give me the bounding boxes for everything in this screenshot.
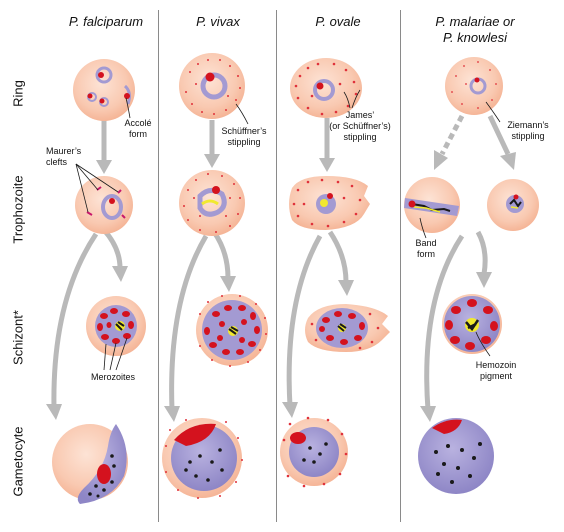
label-band-line1: Band	[415, 238, 437, 248]
column-divider	[158, 10, 159, 522]
stippling	[185, 59, 241, 115]
pigment-granules	[184, 448, 224, 482]
label-maurers-line1: Maurer’s	[46, 146, 82, 156]
label-maurers-line2: clefts	[46, 157, 68, 167]
label-hemozoin-line1: Hemozoin	[475, 360, 517, 370]
falciparum-gametocyte-cell	[52, 424, 128, 504]
column-title-falciparum: P. falciparum	[68, 14, 144, 29]
label-james-line3: stippling	[343, 132, 377, 142]
pigment-granules	[88, 454, 116, 498]
malariae-ring-cell	[445, 57, 503, 115]
pigment-granules	[302, 442, 328, 464]
merozoites-group	[319, 311, 365, 345]
merozoites-group	[97, 308, 134, 344]
label-band-line2: form	[417, 249, 435, 259]
label-james-line1: James’	[345, 110, 375, 120]
stippling	[292, 178, 362, 228]
stippling	[451, 61, 497, 109]
label-accole-line2: form	[129, 129, 147, 139]
column-title-ovale: P. ovale	[315, 14, 361, 29]
falciparum-ring-cell	[73, 59, 135, 121]
label-schuffner-stippling: Schüffner’s stippling	[214, 126, 274, 148]
stippling	[183, 173, 241, 233]
label-schuffner-line1: Schüffner’s	[221, 126, 267, 136]
label-hemozoin-pigment: Hemozoin pigment	[470, 360, 522, 382]
falciparum-trophozoite-cell	[75, 176, 133, 234]
malariae-trophozoite-cell	[487, 179, 539, 231]
label-schuffner-line2: stippling	[227, 137, 261, 147]
label-maurers-clefts: Maurer’s clefts	[46, 146, 94, 168]
ovale-ring-cell	[290, 58, 362, 118]
label-ziemann-line1: Ziemann’s	[507, 120, 549, 130]
label-accole-line1: Accolé	[124, 118, 152, 128]
malariae-schizont-cell	[442, 294, 502, 354]
vivax-schizont-cell	[196, 294, 268, 367]
malariae-gametocyte-cell	[418, 418, 494, 494]
vivax-gametocyte-cell	[162, 418, 243, 499]
label-accole-form: Accolé form	[118, 118, 158, 140]
label-james-line2: (or Schüffner’s)	[329, 121, 391, 131]
ovale-trophozoite-cell	[289, 176, 370, 230]
stippling	[282, 416, 348, 488]
column-title-malariae-line1: P. malariae or	[435, 14, 515, 29]
vivax-trophozoite-cell	[179, 170, 245, 236]
column-title-malariae: P. malariae or P. knowlesi	[410, 14, 540, 46]
stippling	[310, 312, 380, 350]
label-band-form: Band form	[408, 238, 444, 260]
vivax-ring-cell	[179, 53, 245, 119]
label-ziemann-stippling: Ziemann’s stippling	[500, 120, 556, 142]
malariae-band-trophozoite-cell	[404, 177, 460, 233]
stippling	[294, 62, 358, 116]
ovale-schizont-cell	[305, 304, 390, 352]
column-divider	[400, 10, 401, 522]
merozoites-group	[445, 299, 498, 350]
stippling	[165, 419, 243, 499]
leader-lines	[75, 89, 501, 371]
column-title-vivax: P. vivax	[196, 14, 240, 29]
stippling	[199, 295, 267, 367]
column-title-malariae-line2: P. knowlesi	[442, 30, 508, 45]
falciparum-schizont-cell	[86, 296, 146, 356]
label-ziemann-line2: stippling	[511, 131, 545, 141]
pigment-granules	[434, 442, 482, 484]
column-divider	[276, 10, 277, 522]
label-james-stippling: James’ (or Schüffner’s) stippling	[320, 110, 400, 143]
ovale-gametocyte-cell	[280, 416, 348, 488]
label-merozoites: Merozoites	[90, 372, 135, 382]
label-hemozoin-line2: pigment	[479, 371, 513, 381]
merozoites-group	[204, 305, 260, 355]
